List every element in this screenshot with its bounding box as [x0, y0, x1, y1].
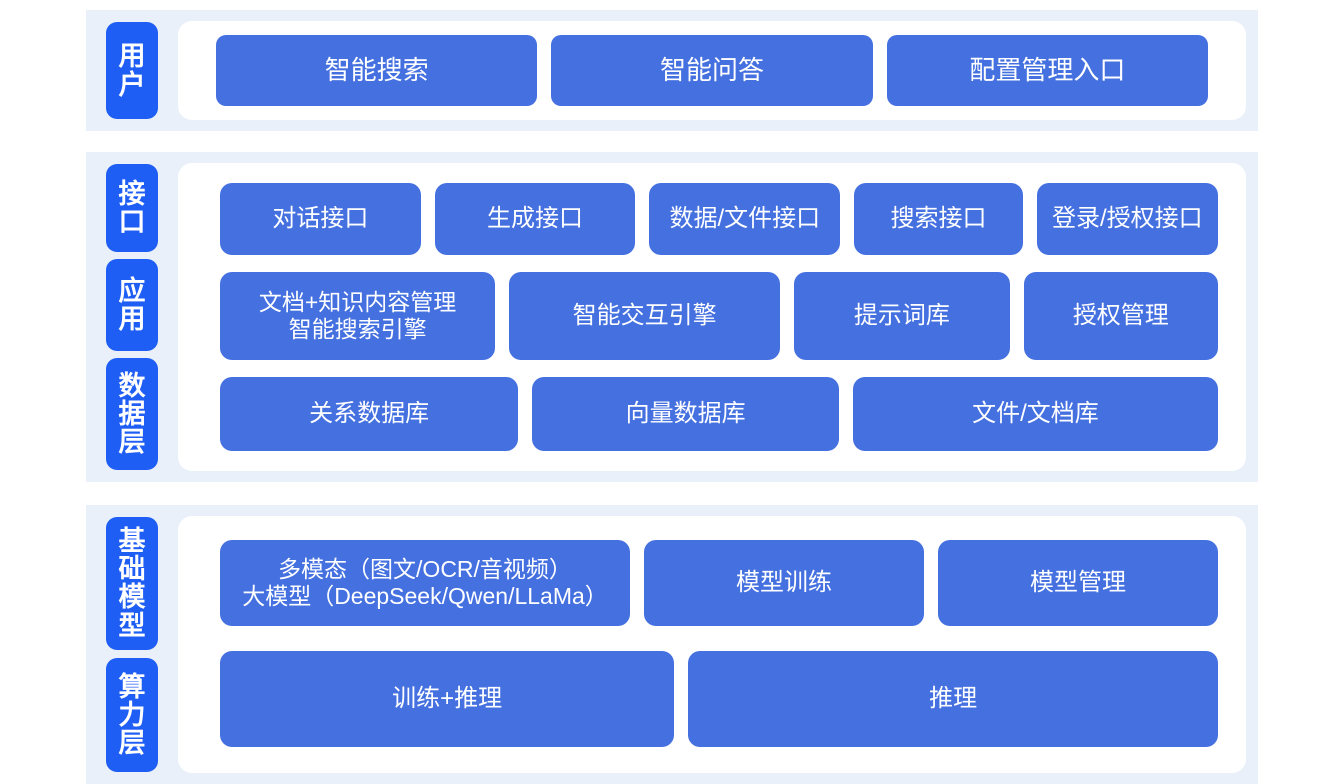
card-smart-search[interactable]: 智能搜索: [216, 35, 538, 106]
card-training-and-inference[interactable]: 训练+推理: [220, 651, 675, 747]
card-config-management-entry[interactable]: 配置管理入口: [886, 35, 1208, 106]
row-base-model-cards: 多模态（图文/OCR/音视频） 大模型（DeepSeek/Qwen/LLaMa）…: [220, 540, 1218, 626]
layer-tab-data-char-0: 数: [118, 370, 146, 401]
layer-tab-application-char-0: 应: [118, 275, 146, 306]
card-smart-interaction-engine[interactable]: 智能交互引擎: [509, 272, 781, 360]
layer-tab-compute-char-1: 力: [118, 699, 146, 730]
card-vector-database[interactable]: 向量数据库: [532, 377, 839, 451]
card-authorization-management[interactable]: 授权管理: [1023, 272, 1218, 360]
panel-user: 智能搜索 智能问答 配置管理入口: [178, 21, 1246, 120]
layer-tab-base-model-char-0: 基: [118, 526, 146, 557]
tab-rail-base: 基 础 模 型 算 力 层: [86, 505, 178, 784]
layer-tab-data-char-1: 据: [118, 398, 146, 429]
row-application-cards: 文档+知识内容管理 智能搜索引擎 智能交互引擎 提示词库 授权管理: [220, 272, 1218, 360]
layer-tab-user[interactable]: 用 户: [106, 22, 158, 119]
layer-band-middle: 接 口 应 用 数 据 层 对话接口 生成接口 数据/文件接口 搜索接口 登录/…: [86, 152, 1258, 482]
layer-tab-interface-char-0: 接: [118, 178, 146, 209]
layer-tab-interface[interactable]: 接 口: [106, 164, 158, 252]
layer-tab-compute-char-0: 算: [118, 671, 146, 702]
card-model-management[interactable]: 模型管理: [938, 540, 1218, 626]
card-file-document-store[interactable]: 文件/文档库: [852, 377, 1218, 451]
layer-tab-data-char-2: 层: [118, 426, 146, 457]
tab-rail-user: 用 户: [86, 10, 178, 131]
layer-tab-base-model-char-3: 型: [118, 610, 146, 641]
card-doc-knowledge-management[interactable]: 文档+知识内容管理 智能搜索引擎: [220, 272, 496, 360]
layer-tab-interface-char-1: 口: [118, 206, 146, 237]
layer-tab-compute[interactable]: 算 力 层: [106, 657, 158, 772]
card-inference[interactable]: 推理: [688, 651, 1218, 747]
card-model-training[interactable]: 模型训练: [644, 540, 924, 626]
layer-tab-compute-char-2: 层: [118, 728, 146, 758]
layer-band-base: 基 础 模 型 算 力 层 多模态（图文/OCR/音视频） 大模型（DeepSe…: [86, 505, 1258, 784]
card-generation-api[interactable]: 生成接口: [434, 183, 636, 255]
layer-tab-base-model-char-1: 础: [118, 554, 146, 585]
layer-tab-base-model[interactable]: 基 础 模 型: [106, 517, 158, 650]
layer-band-user: 用 户 智能搜索 智能问答 配置管理入口: [86, 10, 1258, 131]
card-prompt-library[interactable]: 提示词库: [794, 272, 1010, 360]
tab-rail-middle: 接 口 应 用 数 据 层: [86, 152, 178, 482]
layer-tab-data[interactable]: 数 据 层: [106, 357, 158, 470]
row-data-cards: 关系数据库 向量数据库 文件/文档库: [220, 377, 1218, 451]
row-interface-cards: 对话接口 生成接口 数据/文件接口 搜索接口 登录/授权接口: [220, 183, 1218, 255]
layer-tab-application[interactable]: 应 用: [106, 258, 158, 351]
layer-tab-application-char-1: 用: [118, 303, 146, 334]
panel-middle: 对话接口 生成接口 数据/文件接口 搜索接口 登录/授权接口 文档+知识内容管理…: [178, 163, 1246, 471]
card-login-auth-api[interactable]: 登录/授权接口: [1036, 183, 1218, 255]
panel-base: 多模态（图文/OCR/音视频） 大模型（DeepSeek/Qwen/LLaMa）…: [178, 516, 1246, 773]
row-compute-cards: 训练+推理 推理: [220, 651, 1218, 747]
card-dialogue-api[interactable]: 对话接口: [220, 183, 421, 255]
card-multimodal-large-model[interactable]: 多模态（图文/OCR/音视频） 大模型（DeepSeek/Qwen/LLaMa）: [220, 540, 630, 626]
card-search-api[interactable]: 搜索接口: [854, 183, 1023, 255]
card-smart-qa[interactable]: 智能问答: [551, 35, 873, 106]
row-user-entries: 智能搜索 智能问答 配置管理入口: [216, 35, 1208, 106]
layer-tab-base-model-char-2: 模: [118, 582, 146, 613]
layer-tab-user-char-0: 用: [118, 41, 146, 72]
card-data-file-api[interactable]: 数据/文件接口: [649, 183, 841, 255]
card-relational-database[interactable]: 关系数据库: [220, 377, 519, 451]
layer-tab-user-char-1: 户: [118, 69, 146, 100]
